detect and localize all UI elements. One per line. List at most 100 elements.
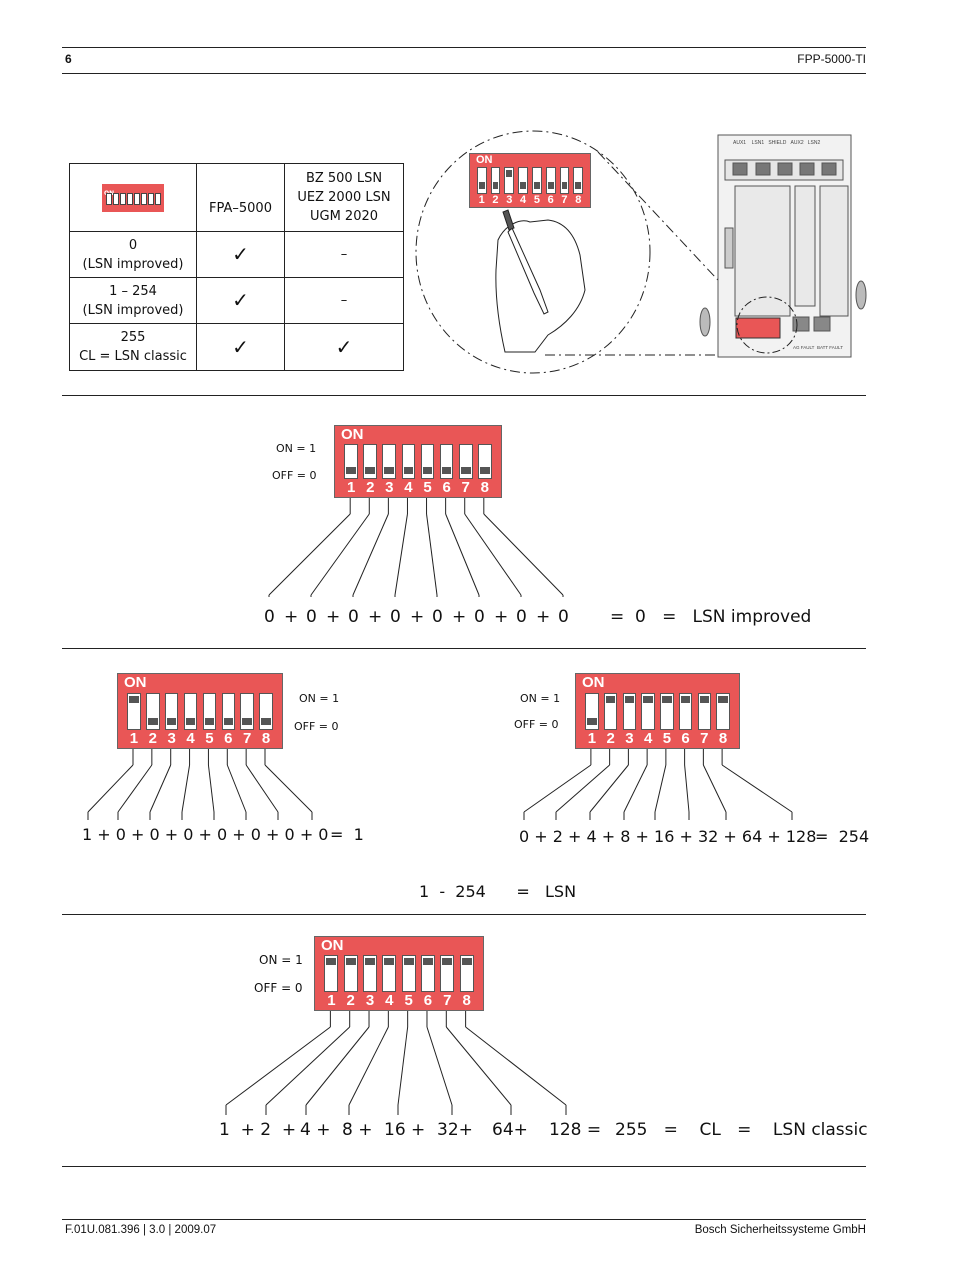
dip-switch-3[interactable] [622,692,637,730]
dip-switch-5[interactable] [202,692,217,730]
connector-line [245,764,279,813]
dip-switch-7[interactable] [559,167,570,194]
page-number: 6 [65,52,72,66]
dip-switch-6[interactable] [421,955,435,992]
dip-switch-3[interactable] [363,955,377,992]
uez-label: UEZ 2000 LSN [297,190,391,205]
dip-switch-4[interactable] [641,692,655,730]
dip-switch-8[interactable] [259,692,273,730]
dip-switch-5[interactable] [531,167,542,194]
switch-number: 6 [423,991,433,1009]
dip-switch-3[interactable] [164,692,179,730]
connector-line [394,513,408,596]
on-label: ON [321,937,344,954]
dip-switch-6[interactable] [678,692,693,730]
on-label: ON [124,674,147,691]
dip-switch-8[interactable] [459,955,474,992]
term: 255 = CL = LSN classic [615,1120,868,1140]
dip-switch-1[interactable] [585,692,599,730]
section-divider-3 [62,914,866,915]
dip-switch-4[interactable] [183,692,198,730]
switch-knob [365,467,376,475]
dip-switch-2[interactable] [363,443,378,480]
dip-switch-3[interactable] [504,167,515,194]
footer-company: Bosch Sicherheitssysteme GmbH [694,1224,866,1236]
dip-switch-7[interactable] [240,692,254,730]
dip-switch-7[interactable] [458,443,473,480]
dip-switch-2[interactable] [603,692,618,730]
connector-line [207,764,215,813]
switch-knob [533,181,540,189]
connector-line [426,1026,453,1106]
connector-line [555,764,610,813]
bit-value: 0 [516,607,527,627]
connector-line [265,1026,351,1106]
plus-sign: + [410,607,425,627]
dip-switch-4[interactable] [401,443,416,480]
switch-number: 2 [606,729,615,747]
dip-switch-2[interactable] [146,692,160,730]
legend-on: ON = 1 [259,953,303,967]
switch-number: 3 [385,479,394,497]
switch-number: 7 [443,991,452,1009]
switch-number: 8 [462,991,471,1009]
dip-switch-4[interactable] [382,955,397,992]
dip-switch-5[interactable] [401,955,416,992]
dip-switch-1[interactable] [344,443,359,480]
switch-number: 4 [404,479,413,497]
dip-switch-1[interactable] [324,955,339,992]
dip-switch-6[interactable] [221,692,236,730]
mini-switch [141,192,147,205]
dip-switch-5[interactable] [420,443,435,480]
dip-switch-8[interactable] [477,443,492,480]
bit-value: 0 [306,607,317,627]
dip-switch-4[interactable] [518,167,529,194]
dip-switch-6[interactable] [545,167,556,194]
dip-switch-1[interactable] [476,167,487,194]
switch-number: 5 [205,729,214,747]
switch-number: 8 [261,729,271,747]
result-0: = 0 = LSN improved [610,607,812,627]
switch-number: 5 [533,193,540,206]
mini-switch [134,192,140,205]
device-highlight-circle [736,296,798,354]
result-1: = 1 [330,825,364,844]
footer-rule [62,1219,866,1220]
section-divider-4 [62,1166,866,1167]
switch-knob [423,958,433,966]
switch-knob [492,181,499,189]
dip-switch-3[interactable] [382,443,397,480]
connector-line [226,764,247,813]
legend-on: ON = 1 [276,442,317,455]
dip-switch-2[interactable] [490,167,501,194]
term: 64+ [492,1120,528,1140]
mini-switch [106,192,112,205]
switch-knob [403,467,414,475]
equation-1: 1 + 0 + 0 + 0 + 0 + 0 + 0 + 0 [82,825,329,844]
switch-number: 5 [423,479,432,497]
dip-switch-2[interactable] [343,955,358,992]
dip-switch-5[interactable] [660,692,674,730]
result-254: = 254 [815,827,870,846]
switch-knob [605,695,616,703]
switch-knob [384,958,395,966]
connector-line [623,764,648,813]
legend-off: OFF = 0 [272,469,317,482]
dip-switch-8[interactable] [573,167,584,194]
mini-switch [113,192,119,205]
dip-switch-8[interactable] [716,692,730,730]
terminal-labels: AUX1 LSN1 SHIELD AUX2 LSN2 [733,140,821,146]
dip-switch-7[interactable] [697,692,712,730]
dip-switch-7[interactable] [440,955,455,992]
switch-knob [204,717,215,725]
dip-switch-1[interactable] [127,692,141,730]
switch-number: 7 [461,479,470,497]
connector-line [352,513,389,596]
dip-switch-6[interactable] [439,443,454,480]
table-row: 1 – 254(LSN improved) ✓ – [69,277,404,324]
term: 16 + [384,1120,426,1140]
connector-line [684,764,690,813]
switch-number: 7 [700,729,709,747]
